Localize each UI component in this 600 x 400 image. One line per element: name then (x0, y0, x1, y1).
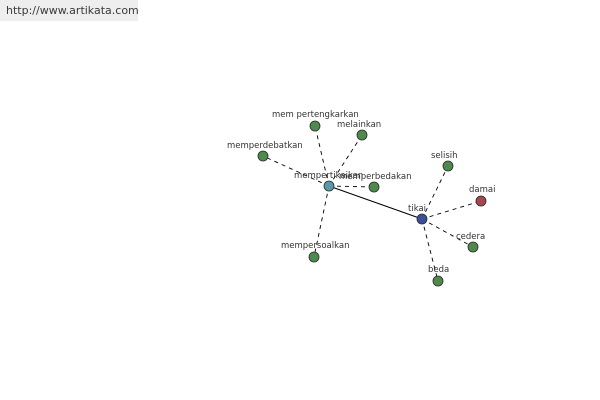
node-label-mempersoalkan[interactable]: mempersoalkan (281, 241, 349, 251)
node-label-tikai[interactable]: tikai (408, 204, 426, 214)
edge-tikai-damai (421, 200, 482, 220)
node-label-selisih[interactable]: selisih (431, 151, 458, 161)
graph-labels: mempertikaikan tikai mem pertengkarkanmela… (227, 110, 495, 275)
node-label-memperbedakan[interactable]: memperbedakan (339, 172, 412, 182)
node-mempersoalkan[interactable] (308, 251, 320, 263)
node-cedera[interactable] (467, 241, 479, 253)
edge-mempertikaikan-tikai (328, 185, 423, 220)
edge-tikai-cedera (421, 218, 474, 248)
node-tikai[interactable] (416, 213, 428, 225)
edge-mempertikaikan-memperbedakan (328, 185, 375, 188)
node-label-mempertikaikan[interactable]: mempertikaikan (294, 171, 363, 181)
node-label-memperdebatkan[interactable]: memperdebatkan (227, 141, 303, 151)
graph-edges (262, 125, 482, 282)
node-selisih[interactable] (442, 160, 454, 172)
source-url: http://www.artikata.com (6, 4, 139, 17)
node-label-melainkan[interactable]: melainkan (337, 120, 381, 130)
node-label-mempertengkarkan[interactable]: mem pertengkarkan (272, 110, 359, 120)
node-damai[interactable] (475, 195, 487, 207)
node-mempertengkarkan[interactable] (309, 120, 321, 132)
node-label-cedera[interactable]: cedera (456, 232, 485, 242)
node-mempertikaikan[interactable] (323, 180, 335, 192)
node-melainkan[interactable] (356, 129, 368, 141)
node-beda[interactable] (432, 275, 444, 287)
node-memperdebatkan[interactable] (257, 150, 269, 162)
node-memperbedakan[interactable] (368, 181, 380, 193)
source-url-bar: http://www.artikata.com (0, 0, 139, 21)
node-label-damai[interactable]: damai (469, 185, 495, 195)
edge-tikai-beda (421, 218, 439, 282)
edge-mempertikaikan-melainkan (328, 134, 363, 187)
edge-mempertikaikan-mempertengkarkan (314, 125, 330, 187)
node-label-beda[interactable]: beda (428, 265, 449, 275)
edge-tikai-selisih (421, 165, 449, 220)
graph-nodes (257, 120, 487, 287)
